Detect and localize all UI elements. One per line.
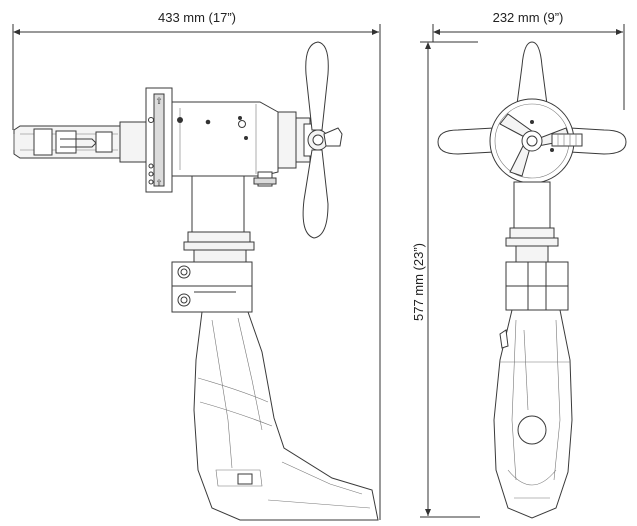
side-view-tool: ⇧ ⇧: [13, 41, 379, 521]
front-view-tool: [437, 41, 627, 519]
front-width-label: 232 mm (9”): [493, 10, 564, 25]
side-width-dimension: 433 mm (17”): [12, 10, 381, 520]
svg-text:⇧: ⇧: [155, 96, 163, 106]
front-width-dimension: 232 mm (9”): [432, 10, 625, 110]
height-label: 577 mm (23”): [411, 243, 426, 321]
height-dimension: 577 mm (23”): [411, 41, 480, 518]
side-width-label: 433 mm (17”): [158, 10, 236, 25]
svg-text:⇧: ⇧: [155, 178, 163, 188]
